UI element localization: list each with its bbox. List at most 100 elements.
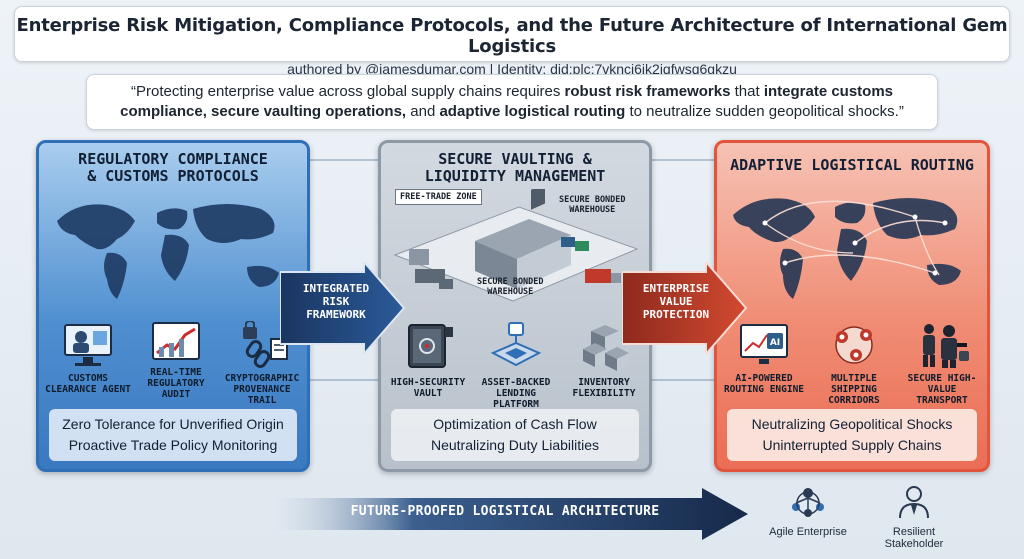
vaulting-title-line: SECURE VAULTING &: [438, 150, 592, 168]
tag-line: WAREHOUSE: [487, 287, 534, 297]
enterprise-value-arrow: [622, 262, 748, 354]
icon-label-line: CUSTOMS: [67, 373, 109, 384]
future-architecture-label: FUTURE-PROOFED LOGISTICAL ARCHITECTURE: [350, 504, 660, 519]
routing-panel: ADAPTIVE LOGISTICAL ROUTING: [714, 140, 990, 472]
compliance-title-line: REGULATORY COMPLIANCE: [78, 150, 268, 168]
customs-agent-label: CUSTOMS CLEARANCE AGENT: [43, 373, 133, 395]
vault-item: HIGH-SECURITY VAULT: [383, 321, 473, 399]
quote-bold: compliance, secure vaulting operations,: [120, 103, 407, 120]
icon-label-line: LENDING PLATFORM: [493, 388, 539, 410]
footer-line: Neutralizing Geopolitical Shocks: [751, 416, 953, 432]
footer-line: Optimization of Cash Flow: [433, 416, 597, 432]
footer-line: Uninterrupted Supply Chains: [762, 437, 942, 453]
inventory-label: INVENTORY FLEXIBILITY: [559, 377, 649, 399]
bonded-warehouse-tag-top: SECURE BONDED WAREHOUSE: [559, 195, 626, 215]
icon-label-line: ROUTING ENGINE: [723, 384, 805, 395]
icon-label-line: AI-POWERED: [735, 373, 793, 384]
compliance-icon-row: CUSTOMS CLEARANCE AGENT REAL-TIME REGULA…: [39, 321, 307, 413]
icon-label-line: REAL-TIME: [150, 367, 202, 378]
world-map-icon: [57, 204, 279, 299]
icon-label-line: INVENTORY: [578, 377, 630, 388]
ai-routing-icon: AI: [740, 324, 788, 364]
quote-line-2: compliance, secure vaulting operations, …: [87, 102, 937, 122]
bonded-warehouse-icon: [393, 189, 639, 302]
routing-map-icon: [733, 198, 961, 299]
customs-agent-icon: [64, 324, 112, 366]
routing-footer: Neutralizing Geopolitical Shocks Uninter…: [727, 409, 977, 461]
compliance-title-line: & CUSTOMS PROTOCOLS: [87, 167, 259, 185]
corridors-label: MULTIPLE SHIPPING CORRIDORS: [809, 373, 899, 406]
vaulting-panel: SECURE VAULTING & LIQUIDITY MANAGEMENT F…: [378, 140, 652, 472]
compliance-title: REGULATORY COMPLIANCE & CUSTOMS PROTOCOL…: [39, 151, 307, 185]
icon-label-line: SECURE HIGH-VALUE: [907, 373, 977, 395]
quote-line-1: “Protecting enterprise value across glob…: [87, 82, 937, 102]
vault-label: HIGH-SECURITY VAULT: [383, 377, 473, 399]
ai-routing-label: AI-POWERED ROUTING ENGINE: [719, 373, 809, 395]
integrated-risk-arrow: [280, 262, 406, 354]
footer-line: Zero Tolerance for Unverified Origin: [62, 416, 284, 432]
vaulting-title-line: LIQUIDITY MANAGEMENT: [424, 167, 606, 185]
icon-label-line: REGULATORY: [147, 378, 205, 389]
icon-label-line: FLEXIBILITY: [572, 388, 636, 399]
provenance-label: CRYPTOGRAPHIC PROVENANCE TRAIL: [217, 373, 307, 406]
footer-line: Proactive Trade Policy Monitoring: [68, 437, 278, 453]
vaulting-footer: Optimization of Cash Flow Neutralizing D…: [391, 409, 639, 461]
vaulting-icon-row: HIGH-SECURITY VAULT ASSET-BACKED LENDING…: [381, 321, 649, 413]
quote-bold: integrate customs: [763, 83, 894, 100]
svg-text:AI: AI: [770, 338, 780, 348]
icon-label-line: ASSET-BACKED: [481, 377, 551, 388]
agile-enterprise-label: Agile Enterprise: [769, 526, 847, 538]
icon-label-line: HIGH-SECURITY: [390, 377, 466, 388]
resilient-stakeholder-label: Resilient Stakeholder: [884, 526, 944, 550]
resilient-stakeholder-item: Resilient Stakeholder: [864, 485, 964, 550]
footer-line: Neutralizing Duty Liabilities: [430, 437, 600, 453]
tag-line: SECURE BONDED: [559, 195, 626, 205]
icon-label-line: CLEARANCE AGENT: [45, 384, 131, 395]
quote-text: and: [406, 103, 440, 120]
tag-line: WAREHOUSE: [569, 205, 616, 215]
icon-label-line: TRANSPORT: [916, 395, 968, 406]
future-architecture-arrow: [270, 488, 748, 540]
inventory-boxes-icon: [583, 325, 629, 371]
customs-agent-item: CUSTOMS CLEARANCE AGENT: [43, 321, 133, 395]
corridors-icon: [835, 326, 873, 364]
icon-label-line: CRYPTOGRAPHIC: [224, 373, 300, 384]
arrow-label-line: FRAMEWORK: [306, 308, 366, 321]
quote-bold: adaptive logistical routing: [439, 103, 626, 120]
arrow-label-line: INTEGRATED: [302, 282, 370, 295]
free-trade-zone-tag: FREE-TRADE ZONE: [395, 189, 482, 205]
compliance-panel: REGULATORY COMPLIANCE & CUSTOMS PROTOCOL…: [36, 140, 310, 472]
icon-label-line: PROVENANCE TRAIL: [233, 384, 291, 406]
icon-label-line: AUDIT: [161, 389, 191, 400]
corridors-item: MULTIPLE SHIPPING CORRIDORS: [809, 321, 899, 406]
ai-routing-item: AI AI-POWERED ROUTING ENGINE: [719, 321, 809, 395]
bonded-warehouse-tag-bottom: SECURE BONDED WAREHOUSE: [477, 277, 544, 297]
transport-item: SECURE HIGH-VALUE TRANSPORT: [897, 321, 987, 406]
routing-title: ADAPTIVE LOGISTICAL ROUTING: [717, 157, 987, 174]
compliance-footer: Zero Tolerance for Unverified Origin Pro…: [49, 409, 297, 461]
tag-line: SECURE BONDED: [477, 277, 544, 287]
arrow-label-line: PROTECTION: [642, 308, 710, 321]
header-banner: Enterprise Risk Mitigation, Compliance P…: [14, 6, 1010, 77]
security-guards-icon: [923, 324, 969, 368]
lending-label: ASSET-BACKED LENDING PLATFORM: [471, 377, 561, 410]
quote-text: that: [730, 83, 764, 100]
arrow-label-line: VALUE: [659, 295, 693, 308]
quote-box: “Protecting enterprise value across glob…: [86, 74, 938, 130]
lending-item: ASSET-BACKED LENDING PLATFORM: [471, 321, 561, 410]
quote-bold: robust risk frameworks: [564, 83, 731, 100]
vaulting-title: SECURE VAULTING & LIQUIDITY MANAGEMENT: [381, 151, 649, 185]
audit-label: REAL-TIME REGULATORY AUDIT: [131, 367, 221, 400]
quote-text: “Protecting enterprise value across glob…: [130, 83, 565, 100]
transport-label: SECURE HIGH-VALUE TRANSPORT: [897, 373, 987, 406]
icon-label-line: VAULT: [413, 388, 443, 399]
stakeholder-person-icon: [899, 486, 929, 519]
inventory-item: INVENTORY FLEXIBILITY: [559, 321, 649, 399]
routing-icon-row: AI AI-POWERED ROUTING ENGINE MULTIPLE SH…: [717, 321, 987, 413]
audit-item: REAL-TIME REGULATORY AUDIT: [131, 321, 221, 400]
arrow-label-line: ENTERPRISE: [642, 282, 710, 295]
icon-label-line: MULTIPLE SHIPPING: [831, 373, 877, 395]
routing-title-line: ADAPTIVE LOGISTICAL ROUTING: [730, 156, 974, 174]
agile-enterprise-item: Agile Enterprise: [758, 485, 858, 538]
